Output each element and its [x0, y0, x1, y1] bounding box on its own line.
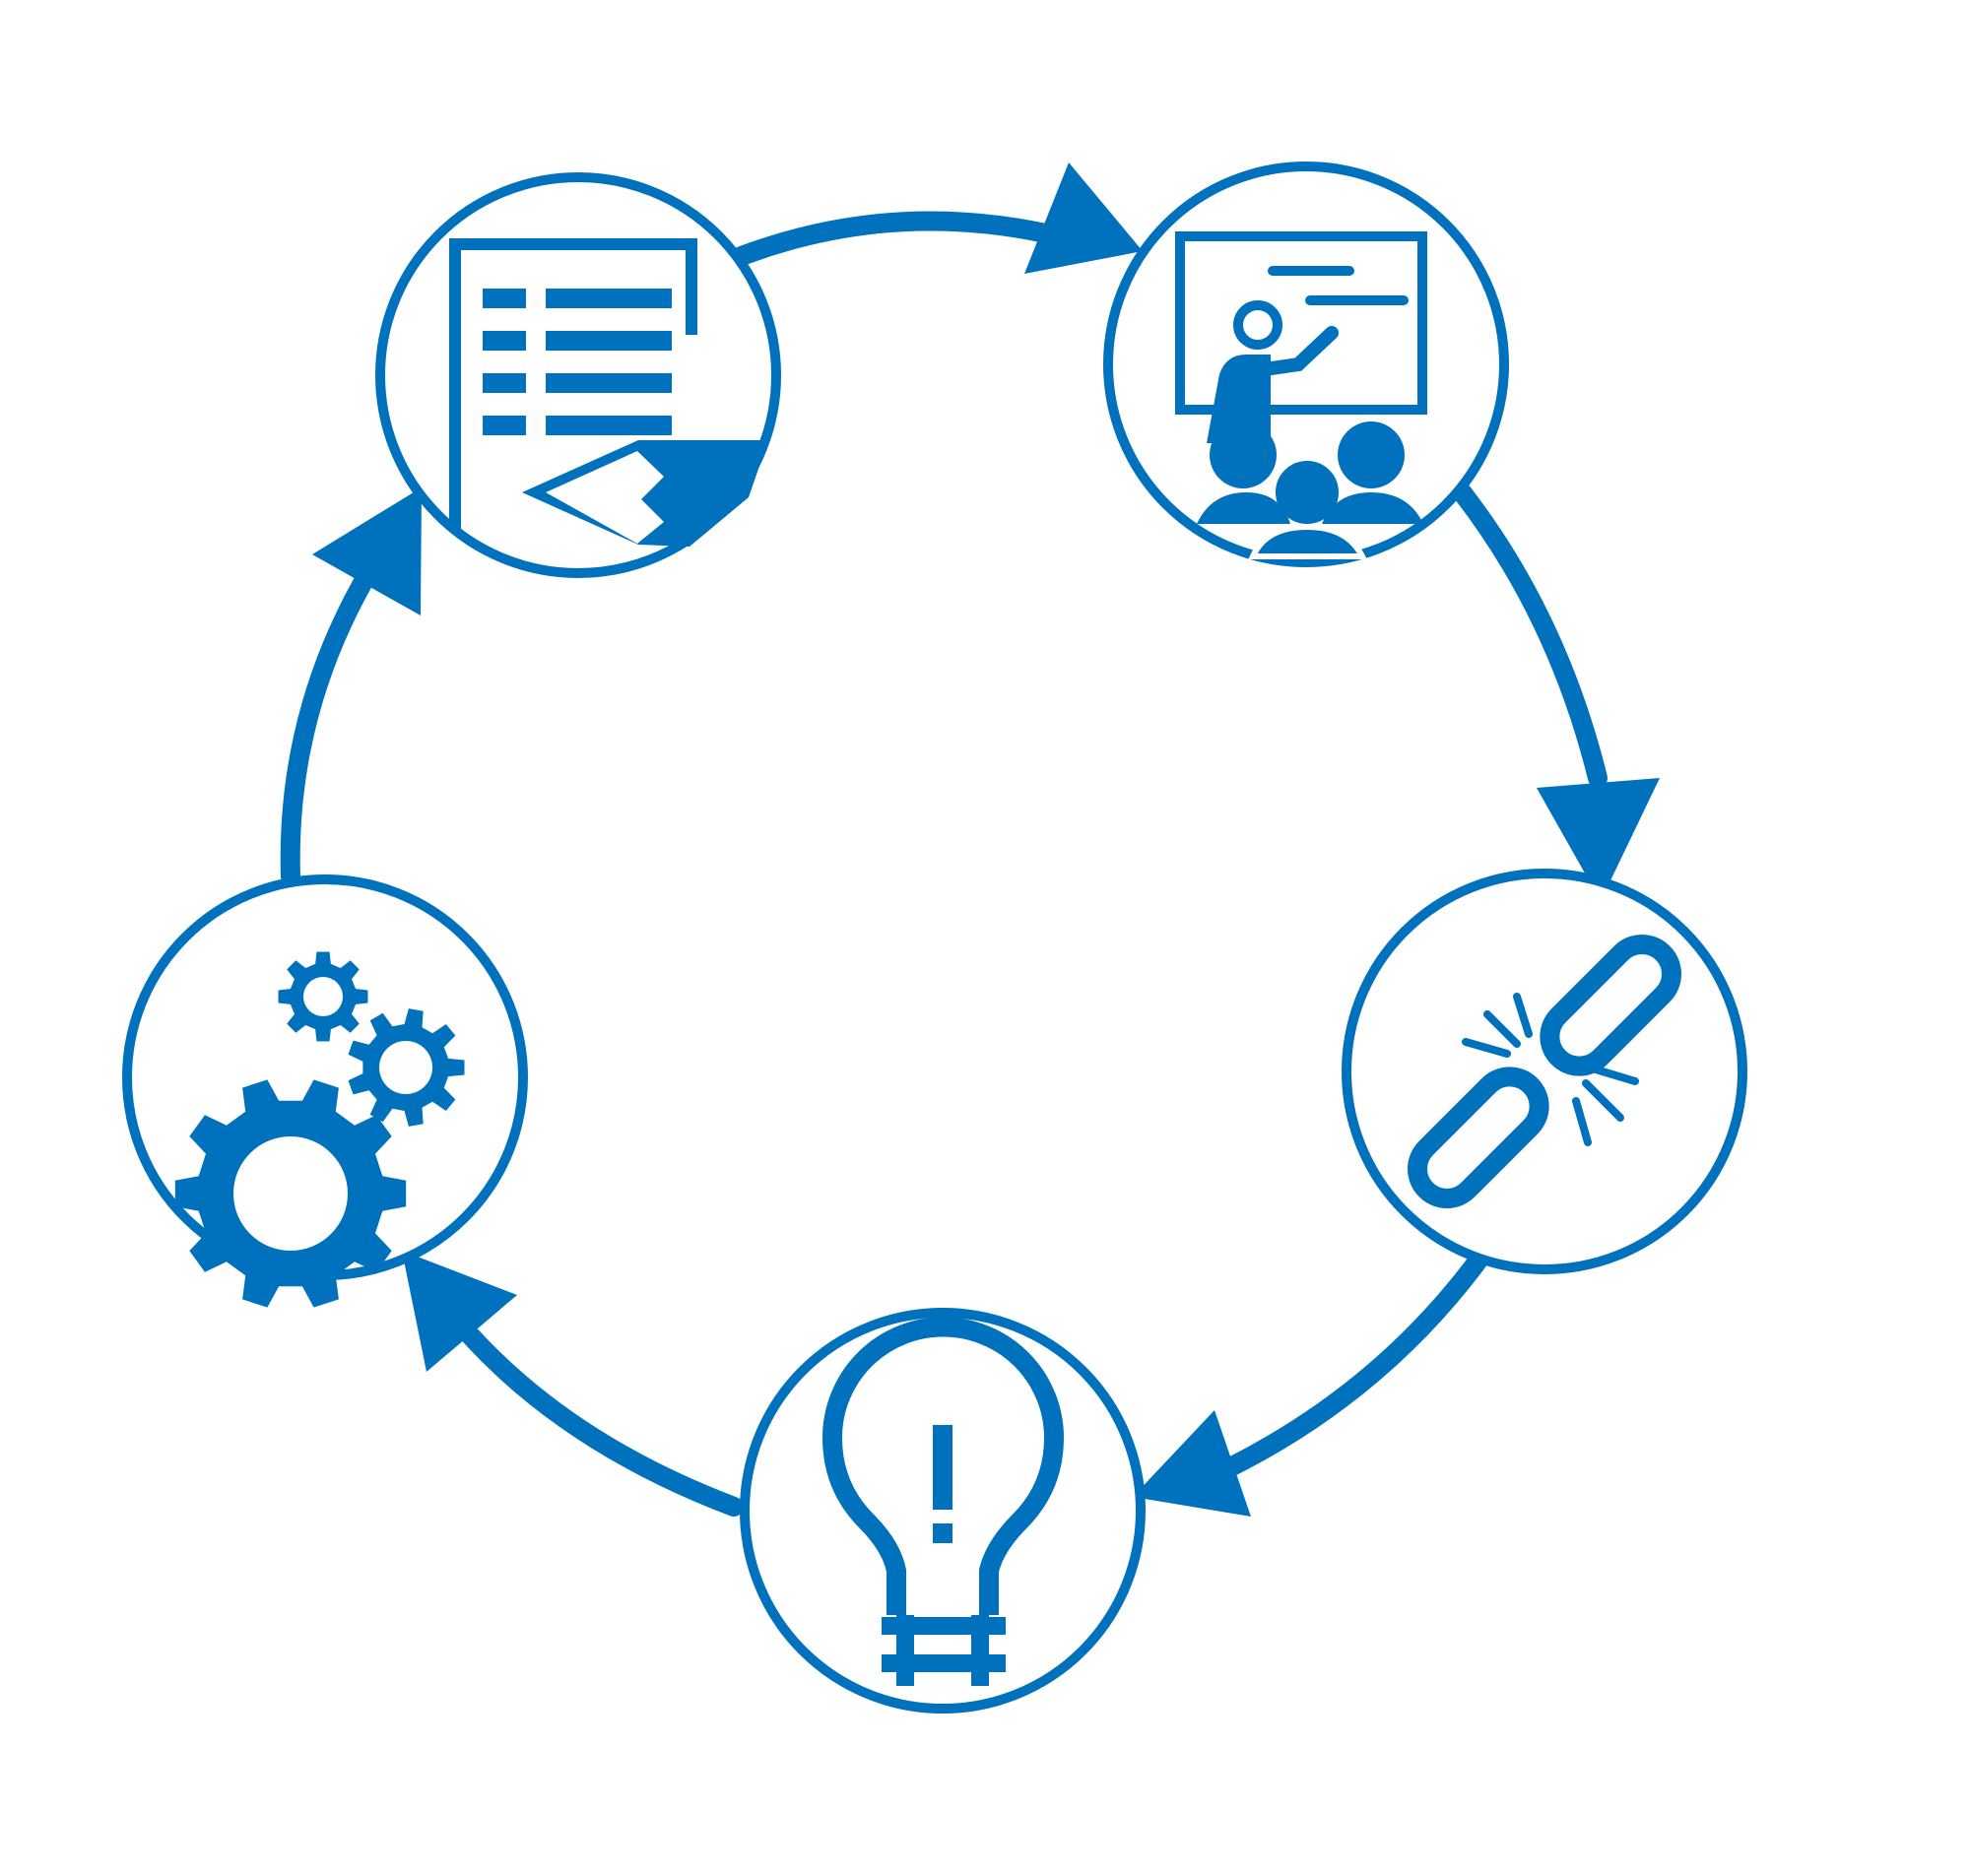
break-spark-lines [1462, 993, 1639, 1146]
arrow-shaft [1446, 475, 1608, 788]
arrow-head [1537, 778, 1660, 901]
whiteboard [1175, 231, 1427, 415]
connectors [280, 162, 1660, 1517]
chain-link-upper [1540, 935, 1681, 1076]
lightbulb-outline [821, 1317, 1065, 1615]
arrow-idea-to-gears [402, 1251, 744, 1517]
pencil-tip [546, 451, 664, 544]
gears-icon [174, 951, 465, 1308]
node-gears [122, 874, 528, 1308]
exclamation-mark-dot [933, 1523, 952, 1543]
document-line [546, 373, 672, 393]
document-line [546, 331, 672, 351]
node-ring [1342, 869, 1747, 1274]
audience-body [1248, 523, 1367, 559]
arrow-shaft [1200, 1241, 1495, 1487]
node-idea [740, 1308, 1146, 1714]
document-edit-icon [449, 238, 768, 547]
document-line [546, 416, 672, 435]
arrow-shaft [724, 211, 1069, 269]
arrow-head [1133, 1410, 1251, 1517]
document-line [483, 289, 526, 308]
arrow-presentation-to-broken-link [1446, 475, 1660, 901]
arrow-shaft [438, 1300, 744, 1517]
document-line [546, 289, 672, 308]
audience-head [1210, 421, 1277, 488]
audience-body [1197, 492, 1290, 524]
gear-large [174, 1079, 407, 1308]
bulb-base-post [896, 1615, 914, 1686]
gear-hole [379, 1041, 432, 1094]
node-ring [740, 1308, 1146, 1714]
arrow-broken-link-to-idea [1133, 1241, 1495, 1517]
exclamation-mark-bar [933, 1425, 952, 1510]
chain-link-lower [1408, 1067, 1549, 1208]
broken-link-icon [1408, 935, 1681, 1208]
arrow-head [312, 487, 422, 615]
document-page-outline [449, 238, 697, 532]
document-line [483, 416, 526, 435]
bulb-base-post [971, 1615, 989, 1686]
arrow-gears-to-document [280, 487, 422, 886]
presentation-audience-icon [1175, 231, 1427, 559]
arrow-document-to-presentation [724, 162, 1143, 274]
gear-small-top [278, 951, 368, 1042]
gear-small-mid [348, 1008, 465, 1127]
arrow-head [402, 1251, 517, 1372]
presenter-head [1233, 300, 1282, 350]
node-presentation [1103, 162, 1509, 567]
gear-hole [233, 1136, 348, 1251]
audience-body [1322, 492, 1423, 524]
node-document [375, 172, 781, 578]
node-broken-link [1342, 869, 1747, 1274]
gear-hole [303, 977, 343, 1016]
arrow-shaft [280, 561, 379, 886]
audience-head [1338, 421, 1405, 488]
presenter-body [1207, 355, 1271, 443]
document-line [483, 373, 526, 393]
document-line [483, 331, 526, 351]
lightbulb-exclamation-icon [821, 1317, 1065, 1686]
arrow-head [1024, 162, 1143, 274]
